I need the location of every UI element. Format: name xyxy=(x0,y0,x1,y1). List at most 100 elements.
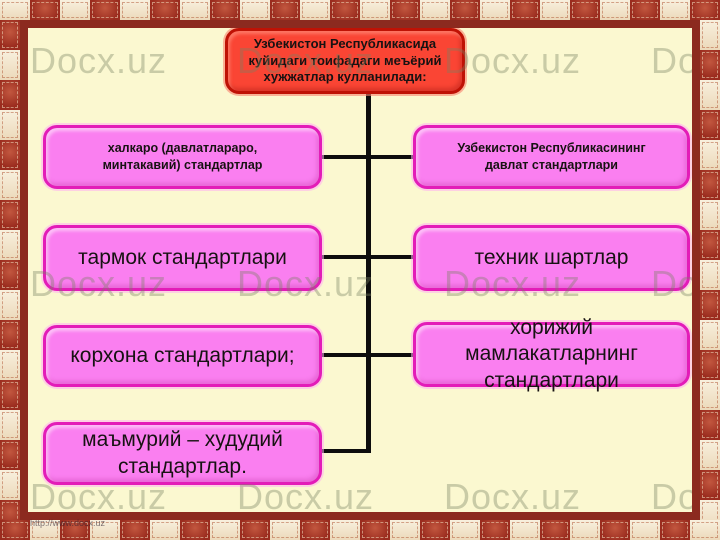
border-patch xyxy=(0,170,20,200)
border-patch xyxy=(0,0,30,20)
footer-url: http://www.docx.uz xyxy=(30,518,106,528)
border-patch xyxy=(0,110,20,140)
border-patch xyxy=(570,0,600,20)
border-patch xyxy=(700,410,720,440)
border-patch xyxy=(120,0,150,20)
border-patch xyxy=(90,520,120,540)
border-patch xyxy=(330,0,360,20)
node-technical-conditions: техник шартлар xyxy=(413,225,690,291)
border-patch xyxy=(700,380,720,410)
border-patch xyxy=(150,0,180,20)
watermark-text: Docx.uz xyxy=(444,476,582,517)
border-patch xyxy=(0,230,20,260)
connector-row4-elbow xyxy=(315,449,371,453)
border-patch xyxy=(270,520,300,540)
border-patch xyxy=(240,0,270,20)
border-patch xyxy=(210,0,240,20)
border-patch xyxy=(360,520,390,540)
border-patch xyxy=(0,500,20,520)
border-patch xyxy=(540,0,570,20)
border-patch xyxy=(0,140,20,170)
border-top xyxy=(0,0,720,20)
connector-row2 xyxy=(315,255,418,259)
border-patch xyxy=(700,230,720,260)
border-patch xyxy=(30,520,60,540)
border-right xyxy=(700,20,720,520)
border-patch xyxy=(700,50,720,80)
border-patch xyxy=(0,350,20,380)
border-patch xyxy=(660,0,690,20)
border-patch xyxy=(0,20,20,50)
border-patch xyxy=(210,520,240,540)
node-administrative-territorial-standards: маъмурий – худудий стандартлар. xyxy=(43,422,322,485)
border-patch xyxy=(700,80,720,110)
border-patch xyxy=(420,520,450,540)
border-patch xyxy=(600,520,630,540)
border-patch xyxy=(360,0,390,20)
border-patch xyxy=(700,440,720,470)
border-patch xyxy=(180,0,210,20)
border-patch xyxy=(700,20,720,50)
border-patch xyxy=(0,320,20,350)
border-patch xyxy=(0,80,20,110)
title-box: Узбекистон Республикасида куйидаги тоифа… xyxy=(225,28,465,94)
border-patch xyxy=(700,470,720,500)
border-patch xyxy=(700,290,720,320)
border-patch xyxy=(0,200,20,230)
watermark-text: Docx.uz xyxy=(30,40,168,81)
border-patch xyxy=(60,0,90,20)
border-patch xyxy=(630,0,660,20)
node-foreign-country-standards: хорижий мамлакатларнинг стандартлари xyxy=(413,316,690,392)
node-industry-standards: тармок стандартлари xyxy=(43,225,322,291)
border-patch xyxy=(60,520,90,540)
border-patch xyxy=(0,260,20,290)
border-patch xyxy=(700,350,720,380)
border-patch xyxy=(270,0,300,20)
border-bottom xyxy=(0,520,720,540)
border-patch xyxy=(330,520,360,540)
border-patch xyxy=(700,140,720,170)
border-patch xyxy=(420,0,450,20)
border-patch xyxy=(30,0,60,20)
node-enterprise-standards: корхона стандартлари; xyxy=(43,325,322,387)
border-patch xyxy=(660,520,690,540)
border-patch xyxy=(0,380,20,410)
border-patch xyxy=(120,520,150,540)
border-patch xyxy=(700,170,720,200)
border-patch xyxy=(0,410,20,440)
border-patch xyxy=(0,290,20,320)
border-patch xyxy=(0,50,20,80)
border-patch xyxy=(0,470,20,500)
border-patch xyxy=(480,0,510,20)
border-patch xyxy=(600,0,630,20)
border-patch xyxy=(570,520,600,540)
connector-row1 xyxy=(315,155,418,159)
border-patch xyxy=(390,0,420,20)
border-patch xyxy=(0,520,30,540)
border-patch xyxy=(480,520,510,540)
border-patch xyxy=(700,500,720,520)
border-patch xyxy=(700,200,720,230)
border-patch xyxy=(700,260,720,290)
border-patch xyxy=(510,520,540,540)
border-patch xyxy=(690,520,720,540)
border-patch xyxy=(390,520,420,540)
connector-trunk xyxy=(366,92,371,453)
border-patch xyxy=(630,520,660,540)
node-international-standards: халкаро (давлатлараро, минтакавий) станд… xyxy=(43,125,322,189)
border-patch xyxy=(0,440,20,470)
border-patch xyxy=(180,520,210,540)
border-patch xyxy=(700,110,720,140)
border-patch xyxy=(300,520,330,540)
border-patch xyxy=(450,520,480,540)
border-patch xyxy=(90,0,120,20)
border-left xyxy=(0,20,20,520)
border-patch xyxy=(300,0,330,20)
border-patch xyxy=(510,0,540,20)
border-patch xyxy=(450,0,480,20)
border-patch xyxy=(150,520,180,540)
connector-row3 xyxy=(315,353,418,357)
node-state-standards: Узбекистон Республикасининг давлат станд… xyxy=(413,125,690,189)
border-patch xyxy=(690,0,720,20)
